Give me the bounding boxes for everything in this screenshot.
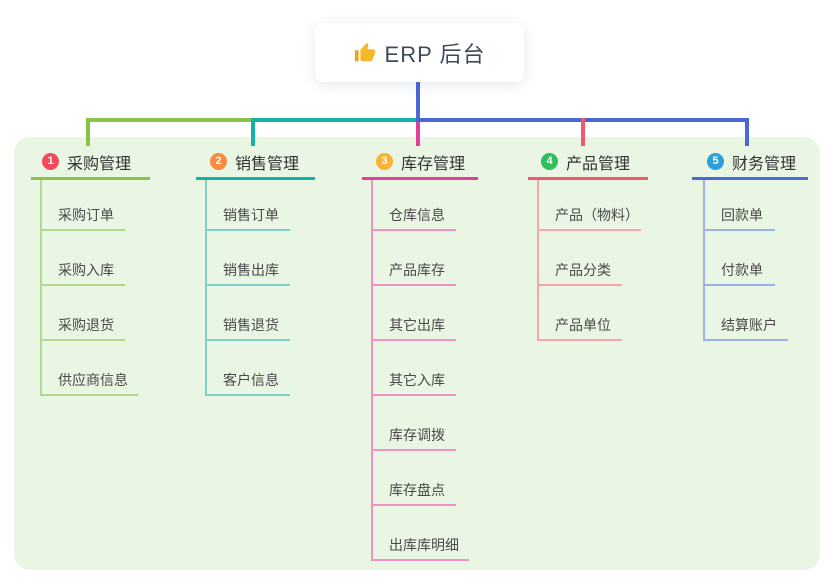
branch-number-badge: 1 xyxy=(42,153,59,170)
child-underline xyxy=(703,284,775,286)
branch-title: 产品管理 xyxy=(566,155,631,173)
branch-node-product[interactable]: 4 产品管理 xyxy=(541,151,631,173)
child-node[interactable]: 采购退货 xyxy=(58,317,114,333)
connector-drop-finance xyxy=(745,118,749,146)
branch-number-badge: 2 xyxy=(210,153,227,170)
child-node[interactable]: 产品（物料） xyxy=(555,207,639,223)
branch-child-connector xyxy=(371,180,373,561)
branch-node-inventory[interactable]: 3 库存管理 xyxy=(376,151,466,173)
root-title: ERP 后台 xyxy=(384,41,486,67)
branch-underline xyxy=(31,177,150,180)
branch-underline xyxy=(692,177,808,180)
branch-child-connector xyxy=(703,180,705,341)
branch-child-connector xyxy=(40,180,42,396)
child-node[interactable]: 供应商信息 xyxy=(58,372,128,388)
child-node[interactable]: 产品单位 xyxy=(555,317,611,333)
child-node[interactable]: 其它出库 xyxy=(389,317,445,333)
branch-underline xyxy=(528,177,648,180)
branch-title: 财务管理 xyxy=(732,155,797,173)
child-node[interactable]: 产品库存 xyxy=(389,262,445,278)
child-underline xyxy=(40,339,125,341)
child-node[interactable]: 销售订单 xyxy=(223,207,279,223)
connector-drop-purchase xyxy=(86,118,90,146)
child-node[interactable]: 销售出库 xyxy=(223,262,279,278)
child-underline xyxy=(703,339,788,341)
child-node[interactable]: 产品分类 xyxy=(555,262,611,278)
child-underline xyxy=(371,229,456,231)
branch-number-badge: 4 xyxy=(541,153,558,170)
child-node[interactable]: 回款单 xyxy=(721,207,763,223)
thumbs-up-icon xyxy=(354,42,376,64)
branch-underline xyxy=(362,177,478,180)
branch-node-purchase[interactable]: 1 采购管理 xyxy=(42,151,132,173)
branch-child-connector xyxy=(537,180,539,341)
child-underline xyxy=(371,339,456,341)
branch-node-sales[interactable]: 2 销售管理 xyxy=(210,151,300,173)
connector-drop-inventory xyxy=(416,122,420,146)
branch-number-badge: 3 xyxy=(376,153,393,170)
branch-underline xyxy=(196,177,315,180)
child-underline xyxy=(371,559,469,561)
child-node[interactable]: 销售退货 xyxy=(223,317,279,333)
branch-child-connector xyxy=(205,180,207,396)
child-underline xyxy=(40,229,125,231)
child-underline xyxy=(40,394,138,396)
child-underline xyxy=(371,284,456,286)
child-node[interactable]: 库存调拨 xyxy=(389,427,445,443)
child-underline xyxy=(205,284,290,286)
child-node[interactable]: 仓库信息 xyxy=(389,207,445,223)
child-underline xyxy=(205,394,290,396)
child-node[interactable]: 付款单 xyxy=(721,262,763,278)
child-underline xyxy=(537,229,641,231)
child-underline xyxy=(703,229,775,231)
child-node[interactable]: 出库库明细 xyxy=(389,537,459,553)
child-underline xyxy=(537,339,622,341)
child-node[interactable]: 客户信息 xyxy=(223,372,279,388)
child-underline xyxy=(205,339,290,341)
branches-panel xyxy=(14,137,820,570)
child-node[interactable]: 其它入库 xyxy=(389,372,445,388)
child-node[interactable]: 库存盘点 xyxy=(389,482,445,498)
connector-bus-green xyxy=(86,118,253,122)
connector-bus-teal xyxy=(251,118,418,122)
root-connector-line xyxy=(416,82,420,119)
branch-title: 销售管理 xyxy=(235,155,300,173)
branch-node-finance[interactable]: 5 财务管理 xyxy=(707,151,797,173)
child-node[interactable]: 结算账户 xyxy=(721,317,777,333)
connector-drop-sales xyxy=(251,118,255,146)
child-underline xyxy=(537,284,622,286)
child-node[interactable]: 采购订单 xyxy=(58,207,114,223)
child-underline xyxy=(371,449,456,451)
child-underline xyxy=(371,504,456,506)
connector-drop-product xyxy=(581,118,585,146)
child-underline xyxy=(40,284,125,286)
branch-number-badge: 5 xyxy=(707,153,724,170)
child-node[interactable]: 采购入库 xyxy=(58,262,114,278)
child-underline xyxy=(371,394,456,396)
branch-title: 库存管理 xyxy=(401,155,466,173)
child-underline xyxy=(205,229,290,231)
root-node[interactable]: ERP 后台 xyxy=(315,23,524,82)
branch-title: 采购管理 xyxy=(67,155,132,173)
